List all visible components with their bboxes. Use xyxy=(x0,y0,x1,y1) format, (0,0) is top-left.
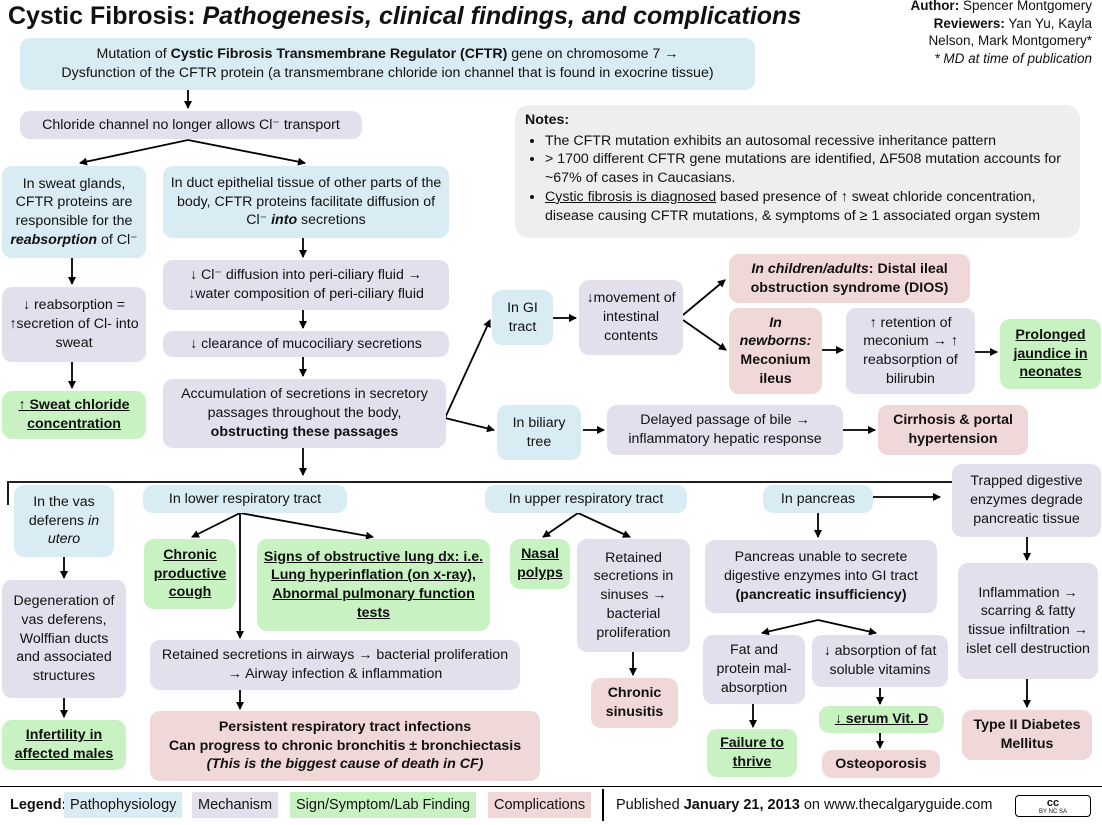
osteoporosis-box: Osteoporosis xyxy=(822,750,940,778)
clearance-box: ↓ clearance of mucociliary secretions xyxy=(163,331,449,357)
meconium-ileus-box: In newborns: Meconium ileus xyxy=(729,308,822,394)
legend-label: Legend: xyxy=(10,797,67,813)
upper-respiratory-box: In upper respiratory tract xyxy=(485,485,687,513)
sweat-chloride-finding: ↑ Sweat chloride concentration xyxy=(2,391,146,439)
legend-sign-symptom: Sign/Symptom/Lab Finding xyxy=(290,792,477,818)
gi-tract-box: In GI tract xyxy=(492,290,553,345)
vitamin-d-finding: ↓ serum Vit. D xyxy=(819,706,944,733)
nasal-polyps-finding: Nasal polyps xyxy=(510,539,570,589)
sinus-secretions-box: Retained secretions in sinuses → bacteri… xyxy=(577,539,690,652)
failure-to-thrive-finding: Failure to thrive xyxy=(707,729,797,777)
chronic-cough-finding: Chronic productive cough xyxy=(144,539,236,609)
airway-retained-box: Retained secretions in airways → bacteri… xyxy=(150,640,520,690)
bilirubin-retention-box: ↑ retention of meconium → ↑ reabsorption… xyxy=(846,308,975,394)
persistent-infections-box: Persistent respiratory tract infections … xyxy=(150,711,540,781)
trapped-enzymes-box: Trapped digestive enzymes degrade pancre… xyxy=(952,464,1101,537)
notes-panel: Notes: The CFTR mutation exhibits an aut… xyxy=(515,105,1080,238)
legend-mechanism: Mechanism xyxy=(192,792,279,818)
duct-epithelial-box: In duct epithelial tissue of other parts… xyxy=(163,166,449,238)
cftr-mutation-box: Mutation of Cystic Fibrosis Transmembran… xyxy=(20,38,755,90)
infertility-finding: Infertility in affected males xyxy=(2,720,126,770)
fat-soluble-vitamins-box: ↓ absorption of fat soluble vitamins xyxy=(812,635,948,687)
cirrhosis-box: Cirrhosis & portal hypertension xyxy=(878,405,1028,455)
type2-diabetes-box: Type II Diabetes Mellitus xyxy=(962,710,1092,760)
sweat-gland-box: In sweat glands, CFTR proteins are respo… xyxy=(2,166,146,258)
obstructive-lung-finding: Signs of obstructive lung dx: i.e. Lung … xyxy=(257,539,490,631)
biliary-tree-box: In biliary tree xyxy=(497,405,581,460)
legend-complications: Complications xyxy=(488,792,592,818)
legend-pathophysiology: Pathophysiology xyxy=(64,792,183,818)
publication-note: Published January 21, 2013 on www.thecal… xyxy=(616,797,993,813)
pancreatic-inflammation-box: Inflammation → scarring & fatty tissue i… xyxy=(958,563,1098,679)
accumulation-box: Accumulation of secretions in secretory … xyxy=(163,379,446,448)
bile-passage-box: Delayed passage of bile → inflammatory h… xyxy=(607,405,843,455)
pancreatic-insufficiency-box: Pancreas unable to secrete digestive enz… xyxy=(705,540,937,613)
lower-respiratory-box: In lower respiratory tract xyxy=(143,485,347,513)
neonatal-jaundice-finding: Prolonged jaundice in neonates xyxy=(1000,319,1101,389)
vas-deferens-box: In the vas deferens in utero xyxy=(14,485,114,557)
legend-divider xyxy=(602,789,604,821)
diffusion-box: ↓ Cl⁻ diffusion into peri-ciliary fluid … xyxy=(163,260,449,310)
legend-bar: Legend: Pathophysiology Mechanism Sign/S… xyxy=(0,786,1102,823)
page-title: Cystic Fibrosis: Pathogenesis, clinical … xyxy=(8,2,802,30)
intestinal-movement-box: ↓movement of intestinal contents xyxy=(579,280,683,355)
author-credits: Author: Spencer Montgomery Reviewers: Ya… xyxy=(910,0,1092,66)
reabsorption-box: ↓ reabsorption = ↑secretion of Cl- into … xyxy=(2,287,146,362)
pancreas-box: In pancreas xyxy=(763,485,873,513)
chronic-sinusitis-box: Chronic sinusitis xyxy=(591,678,678,728)
degeneration-box: Degeneration of vas deferens, Wolffian d… xyxy=(2,580,126,698)
creative-commons-icon: cc BY NC SA xyxy=(1015,795,1091,817)
chloride-channel-box: Chloride channel no longer allows Cl⁻ tr… xyxy=(20,111,362,139)
malabsorption-box: Fat and protein mal-absorption xyxy=(703,635,805,704)
dios-box: In children/adults: Distal ileal obstruc… xyxy=(729,254,970,303)
